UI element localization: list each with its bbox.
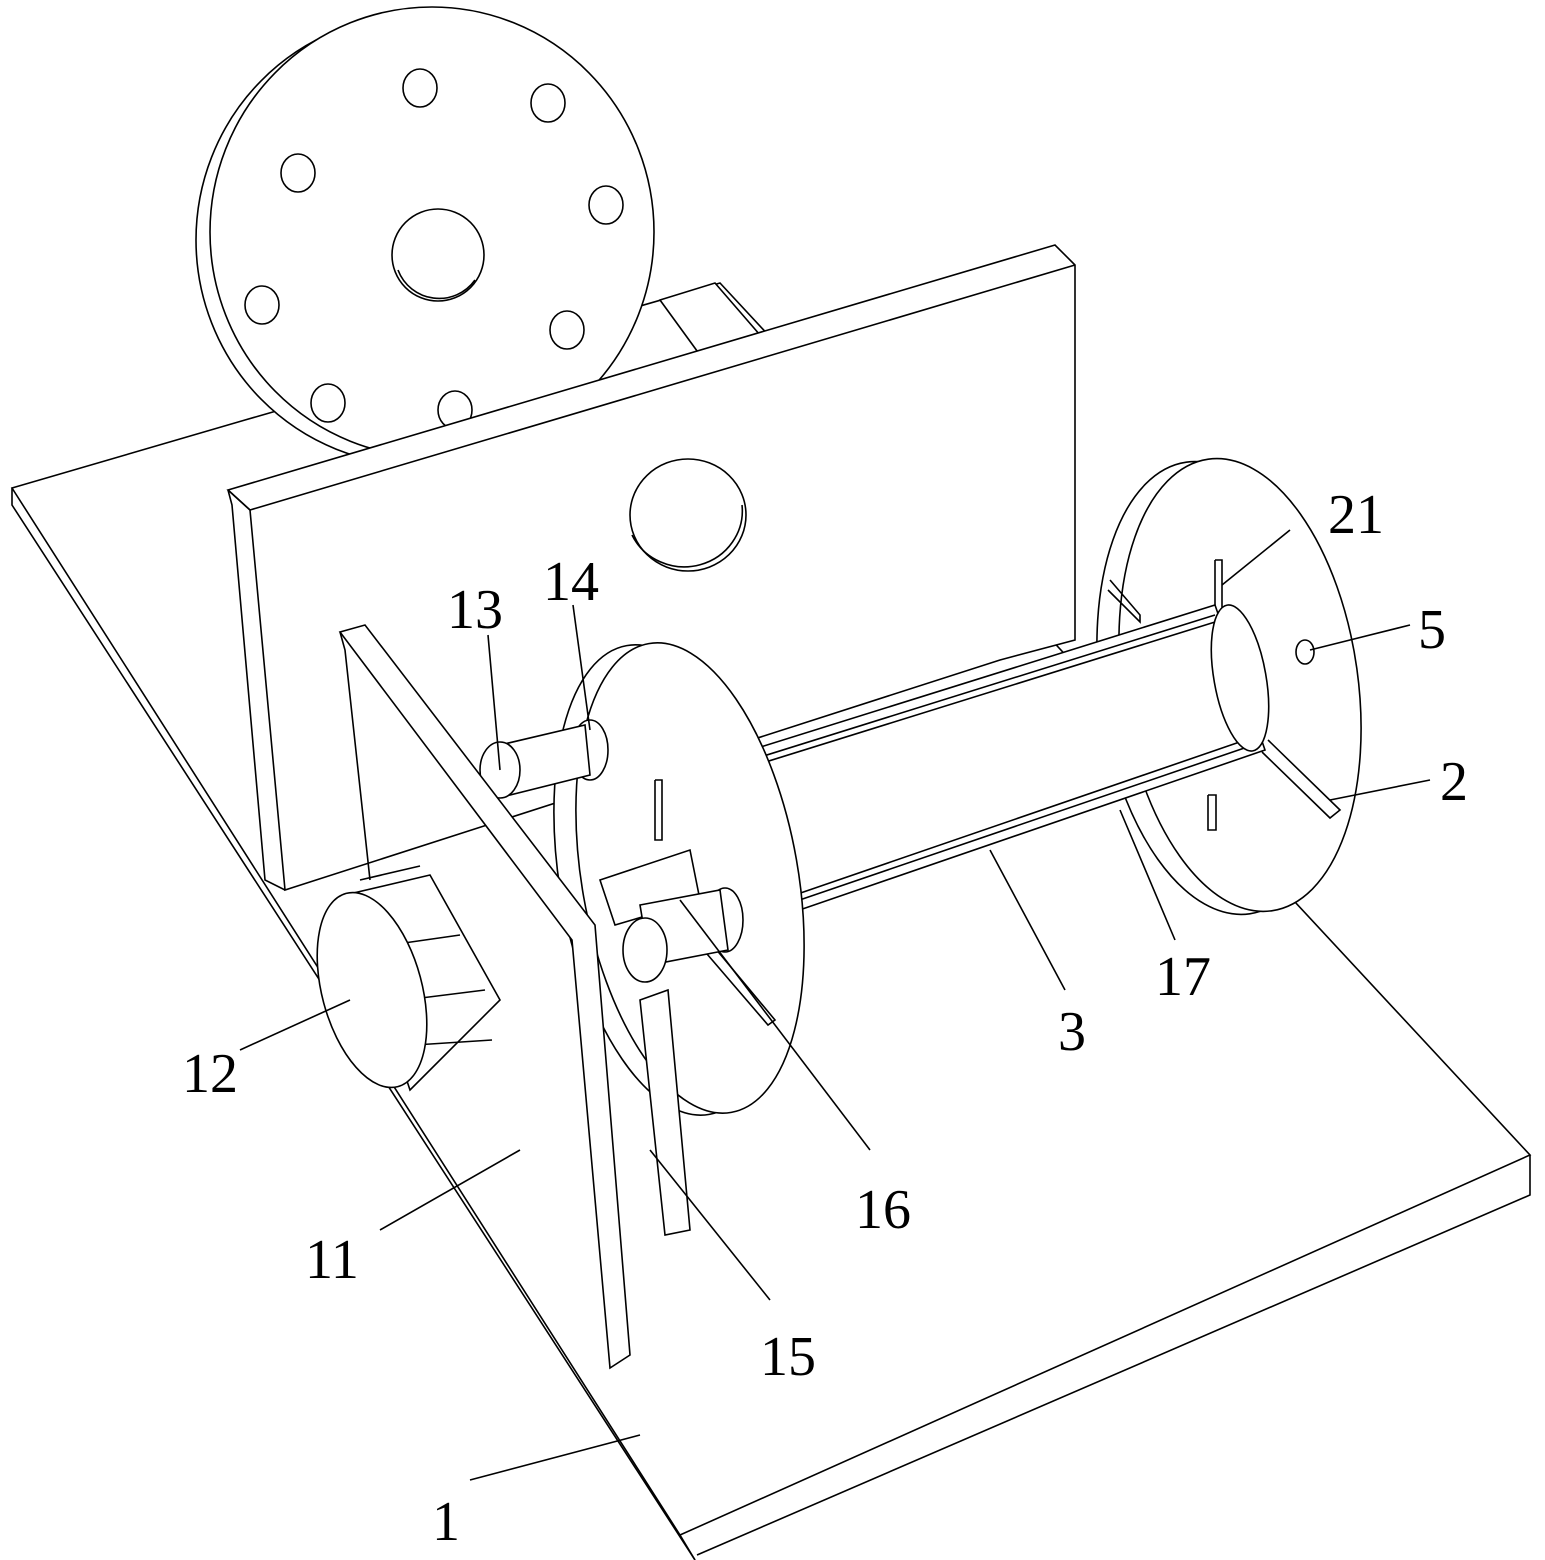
center-hole: [392, 209, 484, 301]
label-17: 17: [1155, 946, 1211, 1008]
label-16: 16: [855, 1179, 911, 1241]
label-3: 3: [1058, 1001, 1086, 1063]
label-5: 5: [1418, 599, 1446, 661]
label-14: 14: [543, 551, 599, 613]
label-13: 13: [447, 579, 503, 641]
label-15: 15: [760, 1326, 816, 1388]
label-1: 1: [432, 1491, 460, 1553]
label-11: 11: [305, 1229, 359, 1291]
label-21: 21: [1328, 484, 1384, 546]
label-2: 2: [1440, 751, 1468, 813]
label-12: 12: [182, 1043, 238, 1105]
